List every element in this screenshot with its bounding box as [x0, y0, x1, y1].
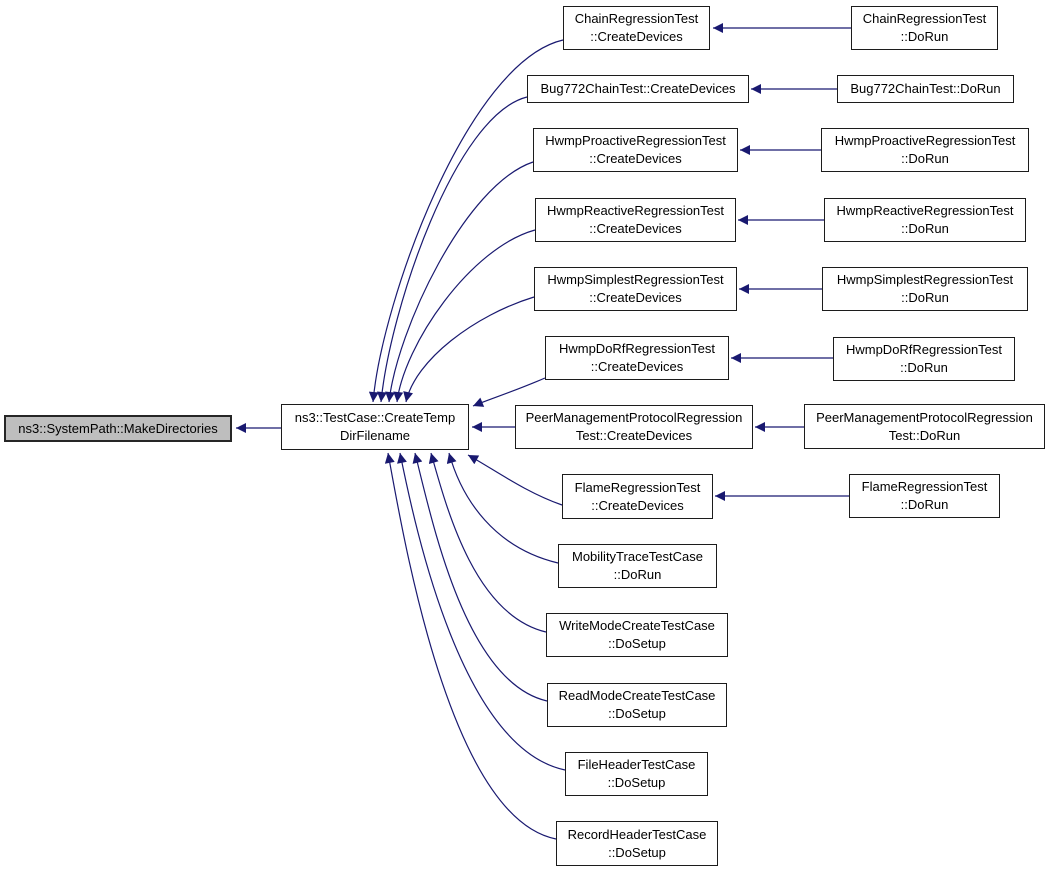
node-label: ::DoRun: [900, 29, 949, 44]
node-label: HwmpSimplestRegressionTest: [547, 272, 724, 287]
node-label: ::DoRun: [901, 221, 949, 236]
node-label: Bug772ChainTest::DoRun: [850, 81, 1001, 96]
node-hwmpreactiveregressiontest-createdevices[interactable]: HwmpReactiveRegressionTest ::CreateDevic…: [535, 198, 736, 242]
node-readmodecreatetestcase-dosetup[interactable]: ReadModeCreateTestCase ::DoSetup: [547, 683, 727, 727]
node-label: HwmpProactiveRegressionTest: [834, 133, 1016, 148]
node-label: Test::CreateDevices: [575, 428, 693, 443]
node-label: HwmpSimplestRegressionTest: [836, 272, 1014, 287]
node-label: ::DoSetup: [607, 775, 666, 790]
node-label: ::DoSetup: [608, 844, 666, 860]
node-label: ::DoRun: [900, 497, 949, 512]
node-ns3-systempath-makedirectories[interactable]: ns3::SystemPath::MakeDirectories: [4, 415, 232, 442]
node-label: FlameRegressionTest: [574, 479, 701, 495]
node-label: ChainRegressionTest: [574, 11, 699, 26]
node-mobilitytracetestcase-dorun[interactable]: MobilityTraceTestCase ::DoRun: [558, 544, 717, 588]
node-bug772chaintest-createdevices[interactable]: Bug772ChainTest::CreateDevices: [527, 75, 749, 103]
node-label: ::DoRun: [900, 360, 948, 375]
node-bug772chaintest-dorun[interactable]: Bug772ChainTest::DoRun: [837, 75, 1014, 103]
node-writemodecreatetestcase-dosetup[interactable]: WriteModeCreateTestCase ::DoSetup: [546, 613, 728, 657]
node-label: ::DoSetup: [608, 636, 666, 651]
node-label: ChainRegressionTest: [862, 11, 987, 26]
node-label: FlameRegressionTest: [861, 479, 988, 494]
node-label: HwmpReactiveRegressionTest: [836, 203, 1014, 218]
node-hwmpdorfregressiontest-createdevices[interactable]: HwmpDoRfRegressionTest ::CreateDevices: [545, 336, 729, 380]
node-chainregressiontest-createdevices[interactable]: ChainRegressionTest ::CreateDevices: [563, 6, 710, 50]
node-label: ::CreateDevices: [589, 290, 682, 305]
node-hwmpproactiveregressiontest-createdevices[interactable]: HwmpProactiveRegressionTest ::CreateDevi…: [533, 128, 738, 172]
node-label: ns3::TestCase::CreateTemp: [294, 410, 456, 425]
node-flameregressiontest-dorun[interactable]: FlameRegressionTest ::DoRun: [849, 474, 1000, 518]
node-fileheadertestcase-dosetup[interactable]: FileHeaderTestCase ::DoSetup: [565, 752, 708, 796]
node-label: HwmpDoRfRegressionTest: [558, 341, 716, 356]
node-label: ::DoSetup: [608, 706, 666, 721]
node-chainregressiontest-dorun[interactable]: ChainRegressionTest ::DoRun: [851, 6, 998, 50]
node-label: WriteModeCreateTestCase: [559, 618, 715, 633]
node-label: ::CreateDevices: [589, 151, 682, 166]
node-hwmpsimplestregressiontest-createdevices[interactable]: HwmpSimplestRegressionTest ::CreateDevic…: [534, 267, 737, 311]
node-hwmpsimplestregressiontest-dorun[interactable]: HwmpSimplestRegressionTest ::DoRun: [822, 267, 1028, 311]
node-label: ::DoRun: [613, 567, 662, 582]
node-label: ::CreateDevices: [591, 497, 684, 513]
node-label: Bug772ChainTest::CreateDevices: [540, 81, 736, 96]
node-label: HwmpDoRfRegressionTest: [845, 342, 1003, 357]
node-hwmpdorfregressiontest-dorun[interactable]: HwmpDoRfRegressionTest ::DoRun: [833, 337, 1015, 381]
node-label: RecordHeaderTestCase: [567, 826, 707, 842]
node-label: ::CreateDevices: [589, 221, 682, 236]
node-label: DirFilename: [339, 428, 411, 443]
node-flameregressiontest-createdevices[interactable]: FlameRegressionTest ::CreateDevices: [562, 474, 713, 519]
node-label: PeerManagementProtocolRegression: [816, 409, 1033, 425]
node-label: Test::DoRun: [888, 427, 961, 443]
node-hwmpreactiveregressiontest-dorun[interactable]: HwmpReactiveRegressionTest ::DoRun: [824, 198, 1026, 242]
node-ns3-testcase-createtempdirfilename[interactable]: ns3::TestCase::CreateTemp DirFilename: [281, 404, 469, 450]
node-label: MobilityTraceTestCase: [571, 549, 703, 564]
node-recordheadertestcase-dosetup[interactable]: RecordHeaderTestCase ::DoSetup: [556, 821, 718, 866]
node-label: ::DoRun: [901, 290, 949, 305]
node-label: FileHeaderTestCase: [577, 757, 696, 772]
node-label: ::CreateDevices: [590, 29, 683, 44]
node-label: ::CreateDevices: [590, 359, 684, 374]
node-peermanagementprotocolregressiontest-createdevices[interactable]: PeerManagementProtocolRegression Test::C…: [515, 405, 753, 449]
node-label: ns3::SystemPath::MakeDirectories: [18, 420, 218, 436]
node-label: HwmpProactiveRegressionTest: [545, 133, 726, 148]
node-peermanagementprotocolregressiontest-dorun[interactable]: PeerManagementProtocolRegression Test::D…: [804, 404, 1045, 449]
node-label: PeerManagementProtocolRegression: [525, 410, 743, 425]
node-label: HwmpReactiveRegressionTest: [546, 203, 724, 218]
node-label: ::DoRun: [901, 151, 949, 166]
node-label: ReadModeCreateTestCase: [558, 688, 716, 703]
node-hwmpproactiveregressiontest-dorun[interactable]: HwmpProactiveRegressionTest ::DoRun: [821, 128, 1029, 172]
